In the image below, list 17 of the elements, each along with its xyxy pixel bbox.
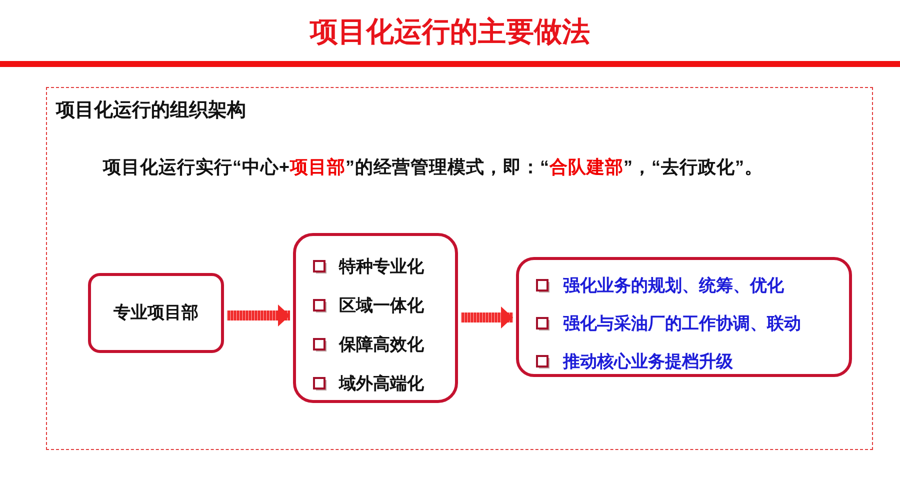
description-text: 项目化运行实行“中心+项目部”的经营管理模式，即：“合队建部”，“去行政化”。 [103, 156, 764, 179]
list-item-text: 域外高端化 [339, 372, 424, 394]
list-item-text: 强化业务的规划、统筹、优化 [563, 275, 784, 297]
section-heading: 项目化运行的组织架构 [56, 98, 246, 123]
list-item-text: 特种专业化 [339, 256, 424, 278]
list-box [293, 233, 458, 403]
list-item-text: 推动核心业务提档升级 [563, 351, 733, 373]
section-frame [46, 87, 873, 450]
list-item-text: 区域一体化 [339, 294, 424, 316]
list-item-text: 保障高效化 [339, 334, 424, 356]
box-label: 专业项目部 [114, 302, 198, 324]
page-title: 项目化运行的主要做法 [308, 15, 591, 49]
process-box [88, 273, 224, 353]
block-arrow [227, 304, 290, 326]
block-arrow [461, 306, 513, 328]
list-box [516, 257, 852, 377]
list-item-text: 强化与采油厂的工作协调、联动 [563, 313, 801, 335]
